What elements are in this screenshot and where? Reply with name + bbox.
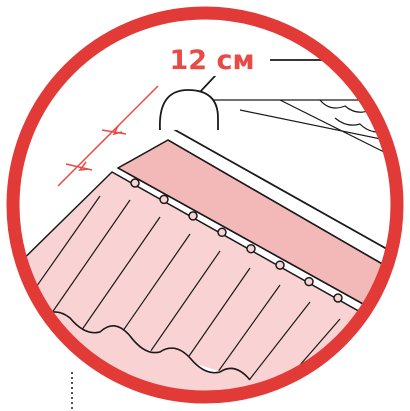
circular-frame xyxy=(6,6,404,404)
fastener-row xyxy=(130,178,343,303)
measurement-guide-line xyxy=(57,85,159,187)
nail-icon xyxy=(275,260,285,270)
measurement-label: 12 см xyxy=(169,45,254,76)
nail-icon xyxy=(304,276,314,287)
nail-icon xyxy=(246,243,256,254)
nail-icon xyxy=(217,227,227,238)
nail-icon xyxy=(159,194,169,205)
measurement-arrow-bottom xyxy=(78,161,89,171)
measurement-tick-top xyxy=(101,129,127,135)
measurement-indicator xyxy=(57,85,159,187)
measurement-arrow-top xyxy=(112,125,123,136)
nail-icon xyxy=(333,293,343,303)
rolled-edge xyxy=(159,89,219,131)
measurement-label-bg xyxy=(150,38,270,76)
nail-icon xyxy=(188,211,198,221)
upper-sheet xyxy=(166,59,393,264)
nail-icon xyxy=(130,178,140,188)
